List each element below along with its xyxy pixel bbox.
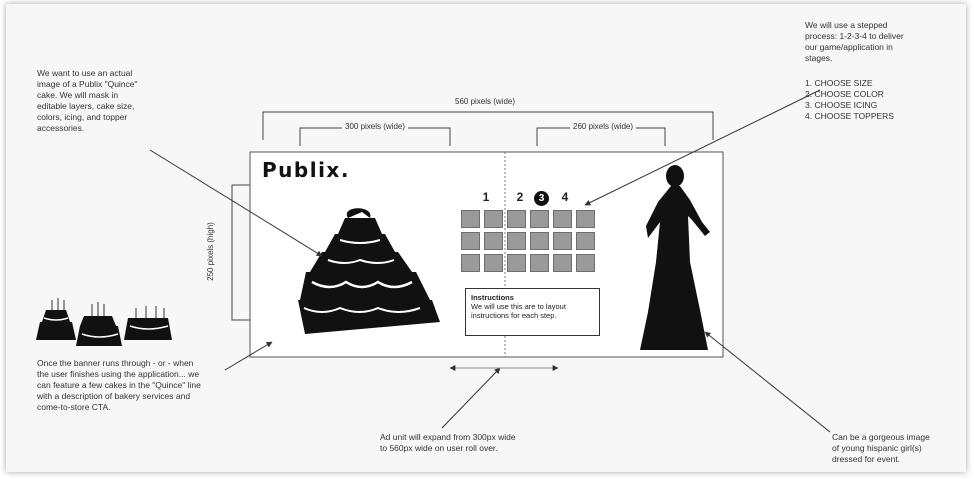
option-tile[interactable] xyxy=(461,254,480,272)
step-2[interactable]: 2 xyxy=(516,190,524,204)
girl-note: Can be a gorgeous image of young hispani… xyxy=(832,432,930,464)
left-width-label: 300 pixels (wide) xyxy=(342,122,409,131)
option-tile[interactable] xyxy=(553,232,572,250)
option-tile[interactable] xyxy=(461,232,480,250)
expand-note: Ad unit will expand from 300px wide to 5… xyxy=(380,432,516,453)
step-1[interactable]: 1 xyxy=(482,190,490,204)
option-tile[interactable] xyxy=(507,210,526,228)
option-tile[interactable] xyxy=(576,210,595,228)
girl-image xyxy=(640,165,710,350)
small-cakes-image xyxy=(36,298,172,346)
instructions-box: Instructions We will use this are to lay… xyxy=(465,288,600,336)
step-4[interactable]: 4 xyxy=(561,190,569,204)
height-label: 250 pixels (high) xyxy=(205,219,215,284)
option-grid xyxy=(461,210,595,272)
option-tile[interactable] xyxy=(576,254,595,272)
steps-list: 1. CHOOSE SIZE 2. CHOOSE COLOR 3. CHOOSE… xyxy=(805,78,894,122)
right-width-label: 260 pixels (wide) xyxy=(570,122,637,131)
cake-note: We want to use an actual image of a Publ… xyxy=(37,68,138,133)
option-tile[interactable] xyxy=(484,232,503,250)
steps-list-item: 4. CHOOSE TOPPERS xyxy=(805,111,894,121)
steps-note-pointer xyxy=(584,89,821,206)
cake-note-pointer xyxy=(149,149,323,257)
option-tile[interactable] xyxy=(507,254,526,272)
instructions-text: We will use this are to layout instructi… xyxy=(471,302,566,320)
step-3-active[interactable]: 3 xyxy=(534,191,549,206)
option-tile[interactable] xyxy=(484,210,503,228)
option-tile[interactable] xyxy=(553,254,572,272)
option-tile[interactable] xyxy=(530,210,549,228)
option-tile[interactable] xyxy=(461,210,480,228)
total-width-bracket xyxy=(262,111,714,140)
steps-list-item: 1. CHOOSE SIZE xyxy=(805,78,873,88)
banner-note: Once the banner runs through - or - when… xyxy=(37,358,201,412)
option-tile[interactable] xyxy=(530,232,549,250)
instructions-title: Instructions xyxy=(471,293,514,302)
publix-logo: Publix. xyxy=(262,158,350,182)
option-tile[interactable] xyxy=(576,232,595,250)
option-tile[interactable] xyxy=(530,254,549,272)
total-width-label: 560 pixels (wide) xyxy=(452,97,519,106)
steps-list-item: 3. CHOOSE ICING xyxy=(805,100,878,110)
expand-note-pointer xyxy=(441,367,501,429)
cake-image xyxy=(298,208,440,334)
option-tile[interactable] xyxy=(553,210,572,228)
height-bracket xyxy=(231,184,250,321)
banner-note-pointer xyxy=(224,341,273,371)
steps-note: We will use a stepped process: 1-2-3-4 t… xyxy=(805,20,904,63)
option-tile[interactable] xyxy=(484,254,503,272)
option-tile[interactable] xyxy=(507,232,526,250)
steps-list-item: 2. CHOOSE COLOR xyxy=(805,89,884,99)
girl-note-pointer xyxy=(704,331,831,433)
